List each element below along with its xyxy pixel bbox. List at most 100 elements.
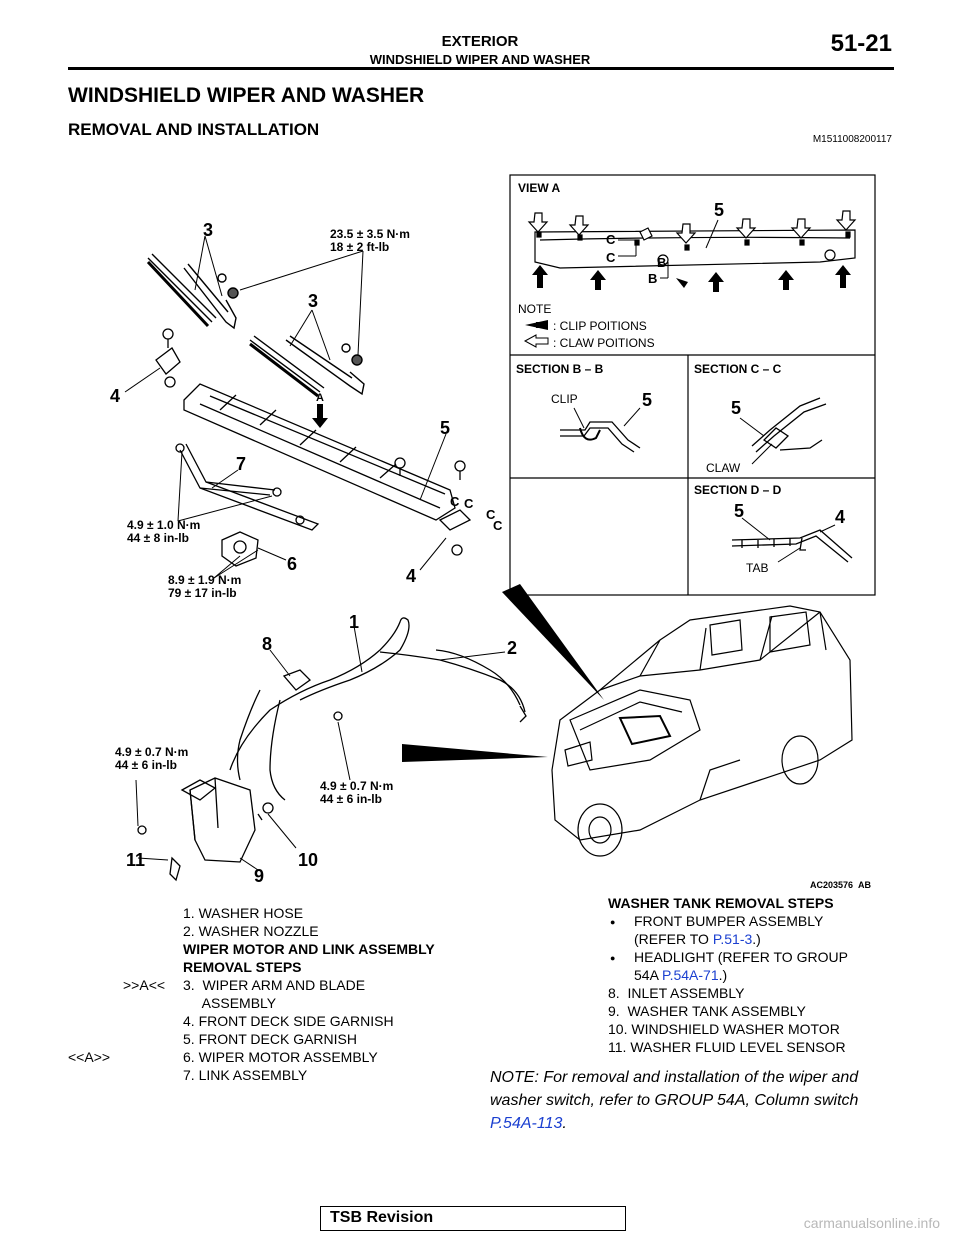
bullet2-prefix: 54A	[634, 967, 663, 983]
watermark: carmanualsonline.info	[803, 1215, 940, 1231]
view-a-letter-c1: C	[606, 232, 616, 247]
wiper-blades-drawing	[146, 253, 365, 398]
note-line-2: washer switch, refer to GROUP 54A, Colum…	[490, 1092, 859, 1109]
note-line-3: P.54A-113.	[490, 1112, 900, 1135]
link-p54a-113[interactable]: P.54A-113	[490, 1115, 563, 1132]
bullet2-text: HEADLIGHT (REFER TO GROUP	[634, 949, 848, 965]
view-a-letter-b2: B	[648, 271, 657, 286]
bullet1-text: FRONT BUMPER ASSEMBLY	[634, 913, 824, 929]
torque-motor-bolt-1: 8.9 ± 1.9 N·m	[168, 573, 241, 587]
bullet2-suffix: .)	[718, 967, 728, 983]
step-washer-nozzle: 2. WASHER NOZZLE	[183, 923, 319, 939]
c-letter-4: C	[493, 518, 503, 533]
torque-tank-bolt-right-1: 4.9 ± 0.7 N·m	[320, 779, 393, 793]
step-link-assembly: 7. LINK ASSEMBLY	[183, 1067, 308, 1083]
clip-arrows	[532, 265, 851, 292]
step-wiper-arm-cont: ASSEMBLY	[183, 995, 277, 1011]
callout-4b: 4	[406, 566, 416, 586]
section-cc-drawing	[739, 397, 827, 465]
page-title: WINDSHIELD WIPER AND WASHER	[68, 84, 425, 107]
view-a-garnish	[534, 229, 856, 269]
torque-link-bolt-1: 4.9 ± 1.0 N·m	[127, 518, 200, 532]
callout-7: 7	[236, 454, 246, 474]
link-motor-drawing	[175, 443, 320, 567]
bullet1-prefix: (REFER TO	[634, 931, 713, 947]
step-marker-a-install: >>A<<	[123, 977, 166, 993]
note-tail: .	[562, 1115, 567, 1132]
step-group-subheading: REMOVAL STEPS	[183, 959, 302, 975]
step-washer-motor: 10. WINDSHIELD WASHER MOTOR	[608, 1021, 840, 1037]
bullet-icon: ●	[610, 953, 616, 963]
vehicle-drawing	[551, 605, 853, 857]
view-a-box	[509, 174, 876, 596]
torque-tank-bolt-right-2: 44 ± 6 in-lb	[320, 792, 382, 806]
link-p51-3[interactable]: P.51-3	[712, 931, 753, 947]
section-cc-title: SECTION C – C	[694, 362, 782, 376]
callout-11: 11	[126, 850, 145, 870]
legend-clip-arrow-icon	[525, 320, 548, 330]
figure-id: AC203576	[810, 880, 853, 890]
page-number: 51-21	[830, 30, 892, 57]
header-section: EXTERIOR	[441, 33, 519, 50]
bullet-icon: ●	[610, 917, 616, 927]
view-a-note-label: NOTE	[518, 302, 551, 316]
torque-arm-nut-1: 23.5 ± 3.5 N·m	[330, 227, 410, 241]
callout-2: 2	[507, 638, 517, 658]
washer-system-drawing	[137, 617, 527, 882]
view-a-title: VIEW A	[518, 181, 561, 195]
pointer-wedge-upper	[502, 584, 604, 700]
step-level-sensor: 11. WASHER FLUID LEVEL SENSOR	[608, 1039, 846, 1055]
step-deck-garnish: 5. FRONT DECK GARNISH	[183, 1031, 357, 1047]
section-dd-drawing	[731, 517, 853, 563]
claw-arrows	[527, 210, 857, 244]
deck-garnish-drawing	[155, 328, 472, 556]
view-a-arrow-label: A	[316, 392, 324, 404]
section-cc-callout: 5	[731, 398, 741, 418]
callout-10: 10	[298, 850, 318, 870]
torque-link-bolt-2: 44 ± 8 in-lb	[127, 531, 189, 545]
legend-claw-text: : CLAW POITIONS	[553, 336, 655, 350]
section-dd-callout-4: 4	[835, 507, 845, 527]
callout-5: 5	[440, 418, 450, 438]
step-washer-tank: 9. WASHER TANK ASSEMBLY	[608, 1003, 806, 1019]
section-dd-title: SECTION D – D	[694, 483, 782, 497]
bullet2-line2: 54A P.54A-71.)	[634, 966, 727, 984]
legend-clip-text: : CLIP POITIONS	[553, 319, 647, 333]
callout-9: 9	[254, 866, 264, 886]
section-dd-tab-label: TAB	[746, 561, 768, 575]
link-p54a-71[interactable]: P.54A-71	[662, 967, 719, 983]
footer-box	[320, 1206, 626, 1231]
callout-1: 1	[349, 612, 359, 632]
bullet1-suffix: .)	[752, 931, 761, 947]
pointer-wedge-lower	[402, 744, 548, 762]
torque-tank-bolt-left-2: 44 ± 6 in-lb	[115, 758, 177, 772]
callout-3a: 3	[203, 220, 213, 240]
footer-tsb-revision: TSB Revision	[330, 1209, 434, 1226]
step-wiper-arm: 3. WIPER ARM AND BLADE	[183, 977, 366, 993]
section-cc-claw-label: CLAW	[706, 461, 741, 475]
callout-8: 8	[262, 634, 272, 654]
header-subsection: WINDSHIELD WIPER AND WASHER	[369, 52, 591, 67]
note-paragraph: NOTE: For removal and installation of th…	[490, 1066, 900, 1135]
washer-tank-heading: WASHER TANK REMOVAL STEPS	[608, 895, 834, 911]
figure-suffix: AB	[858, 880, 871, 890]
torque-arm-nut-2: 18 ± 2 ft-lb	[330, 240, 389, 254]
step-side-garnish: 4. FRONT DECK SIDE GARNISH	[183, 1013, 394, 1029]
document-id: M1511008200117	[812, 134, 892, 145]
c-letter-3: C	[486, 507, 496, 522]
right-steps: WASHER TANK REMOVAL STEPS ● FRONT BUMPER…	[608, 895, 848, 1055]
step-washer-hose: 1. WASHER HOSE	[183, 905, 304, 921]
page-subtitle: REMOVAL AND INSTALLATION	[68, 120, 320, 139]
c-letter-2: C	[464, 496, 474, 511]
section-bb-clip-label: CLIP	[551, 392, 578, 406]
section-dd-callout-5: 5	[734, 501, 744, 521]
c-letter-1: C	[450, 494, 460, 509]
step-marker-a-remove: <<A>>	[68, 1049, 111, 1065]
left-steps: >>A<< <<A>> 1. WASHER HOSE 2. WASHER NOZ…	[68, 905, 435, 1083]
step-wiper-motor: 6. WIPER MOTOR ASSEMBLY	[183, 1049, 378, 1065]
view-a-letter-c2: C	[606, 250, 616, 265]
step-inlet-assembly: 8. INLET ASSEMBLY	[608, 985, 745, 1001]
view-a-arrow-icon	[312, 404, 328, 428]
note-line-1: NOTE: For removal and installation of th…	[490, 1069, 859, 1086]
